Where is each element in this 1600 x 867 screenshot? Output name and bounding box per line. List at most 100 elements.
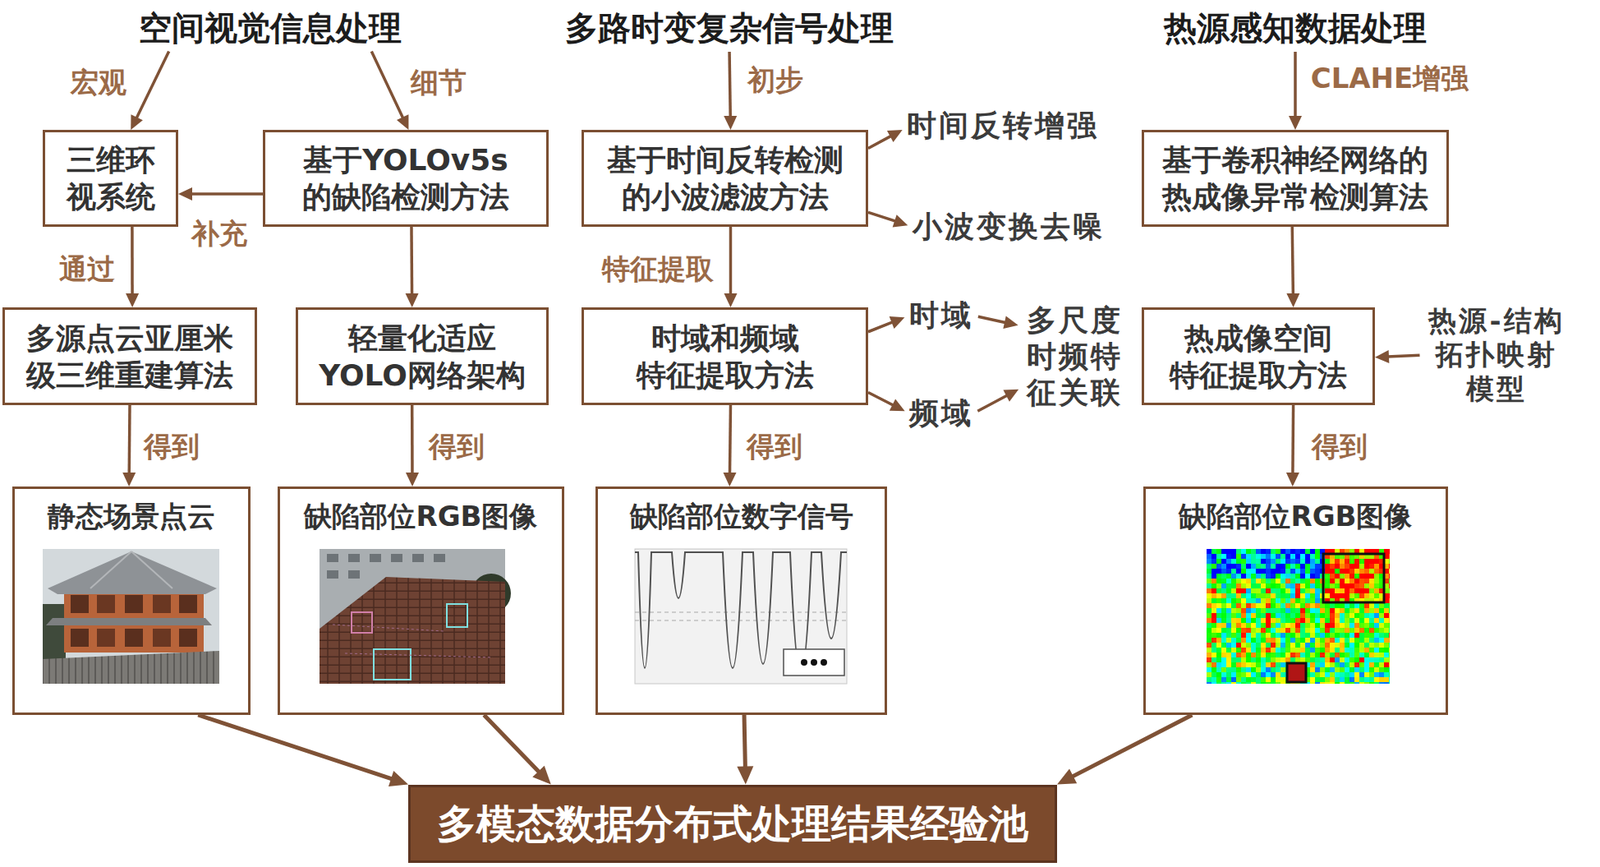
thermal-pixel — [1295, 637, 1301, 643]
process-box: 三维环 视系统 — [42, 129, 179, 227]
thermal-pixel — [1324, 632, 1330, 638]
thermal-pixel — [1265, 662, 1271, 667]
thermal-pixel — [1334, 637, 1340, 643]
thermal-pixel — [1305, 593, 1311, 598]
thermal-pixel — [1250, 652, 1256, 658]
thermal-pixel — [1349, 612, 1355, 618]
thermal-pixel — [1314, 563, 1320, 569]
building-window — [96, 594, 115, 613]
thermal-pixel — [1236, 671, 1242, 677]
thermal-pixel — [1245, 568, 1251, 574]
thermal-pixel — [1339, 563, 1345, 569]
section-heading: 多路时变复杂信号处理 — [565, 7, 894, 49]
thermal-pixel — [1383, 662, 1389, 667]
thermal-pixel — [1383, 681, 1389, 684]
thermal-pixel — [1319, 666, 1325, 672]
thermal-pixel — [1324, 642, 1330, 648]
thermal-pixel — [1275, 642, 1281, 648]
thermal-pixel — [1295, 617, 1301, 623]
thermal-pixel — [1231, 597, 1237, 603]
thermal-pixel — [1374, 642, 1380, 648]
thermal-pixel — [1379, 666, 1384, 672]
thermal-pixel — [1255, 548, 1261, 554]
thermal-pixel — [1280, 676, 1286, 682]
thermal-pixel — [1305, 573, 1311, 579]
thermal-pixel — [1349, 666, 1355, 672]
thermal-pixel — [1290, 637, 1296, 643]
thermal-pixel — [1216, 622, 1222, 628]
tiled-roof — [319, 576, 506, 684]
thermal-pixel — [1324, 602, 1330, 608]
thermal-pixel — [1255, 676, 1261, 682]
thermal-pixel — [1359, 681, 1365, 684]
thermal-pixel — [1250, 676, 1256, 682]
thermal-pixel — [1344, 607, 1350, 613]
thermal-pixel — [1231, 681, 1237, 684]
thermal-pixel — [1349, 652, 1355, 658]
thermal-pixel — [1324, 607, 1330, 613]
thermal-pixel — [1216, 593, 1222, 598]
thermal-pixel — [1211, 627, 1217, 633]
thermal-pixel — [1354, 588, 1360, 594]
thermal-pixel — [1241, 627, 1246, 633]
thermal-pixel — [1388, 573, 1390, 579]
arrow-head — [1374, 349, 1389, 364]
thermal-pixel — [1206, 602, 1212, 608]
thermal-pixel — [1369, 558, 1375, 564]
thermal-pixel — [1221, 657, 1227, 663]
thermal-pixel — [1295, 657, 1301, 663]
ellipsis-dot — [820, 658, 828, 666]
thermal-pixel — [1211, 573, 1217, 579]
arrow-line — [729, 51, 731, 118]
thermal-pixel — [1314, 578, 1320, 584]
thermal-pixel — [1216, 681, 1222, 684]
thermal-pixel — [1334, 588, 1340, 594]
thermal-pixel — [1305, 548, 1311, 554]
thermal-pixel — [1211, 612, 1217, 618]
thermal-pixel — [1245, 573, 1251, 579]
thermal-pixel — [1388, 632, 1390, 638]
thermal-pixel — [1236, 681, 1242, 684]
thermal-pixel — [1295, 593, 1301, 598]
building-roof — [47, 551, 217, 594]
thermal-pixel — [1231, 627, 1237, 633]
process-box: 基于YOLOv5s 的缺陷检测方法 — [262, 129, 549, 227]
thermal-pixel — [1314, 553, 1320, 559]
thermal-pixel — [1364, 627, 1370, 633]
thermal-pixel — [1221, 652, 1227, 658]
arrow-head — [388, 770, 409, 787]
thermal-pixel — [1369, 588, 1375, 594]
thermal-pixel — [1236, 563, 1242, 569]
building-window — [179, 594, 198, 613]
thermal-pixel — [1226, 632, 1232, 638]
thermal-pixel — [1245, 558, 1251, 564]
thermal-pixel — [1344, 647, 1350, 653]
thermal-pixel — [1226, 652, 1232, 658]
thermal-pixel — [1250, 681, 1256, 684]
thermal-pixel — [1206, 612, 1212, 618]
thermal-pixel — [1241, 568, 1246, 574]
thermal-pixel — [1275, 647, 1281, 653]
thermal-pixel — [1270, 632, 1276, 638]
arrow-line — [868, 392, 894, 406]
thermal-pixel — [1349, 681, 1355, 684]
thermal-pixel — [1275, 632, 1281, 638]
thermal-pixel — [1364, 647, 1370, 653]
thermal-pixel — [1255, 553, 1261, 559]
thermal-pixel — [1211, 617, 1217, 623]
thermal-pixel — [1305, 563, 1311, 569]
thermal-pixel — [1300, 622, 1306, 628]
node-text: 时域和频域 特征提取方法 — [593, 319, 856, 394]
thermal-pixel — [1359, 637, 1365, 643]
thermal-pixel — [1260, 568, 1266, 574]
thermal-pixel — [1221, 602, 1227, 608]
thermal-pixel — [1236, 627, 1242, 633]
building-window — [96, 628, 115, 647]
thermal-pixel — [1275, 568, 1281, 574]
thermal-pixel — [1305, 627, 1311, 633]
thermal-pixel — [1241, 637, 1246, 643]
thermal-pixel — [1211, 553, 1217, 559]
thermal-pixel — [1290, 607, 1296, 613]
thermal-pixel — [1379, 607, 1384, 613]
thermal-pixel — [1305, 622, 1311, 628]
